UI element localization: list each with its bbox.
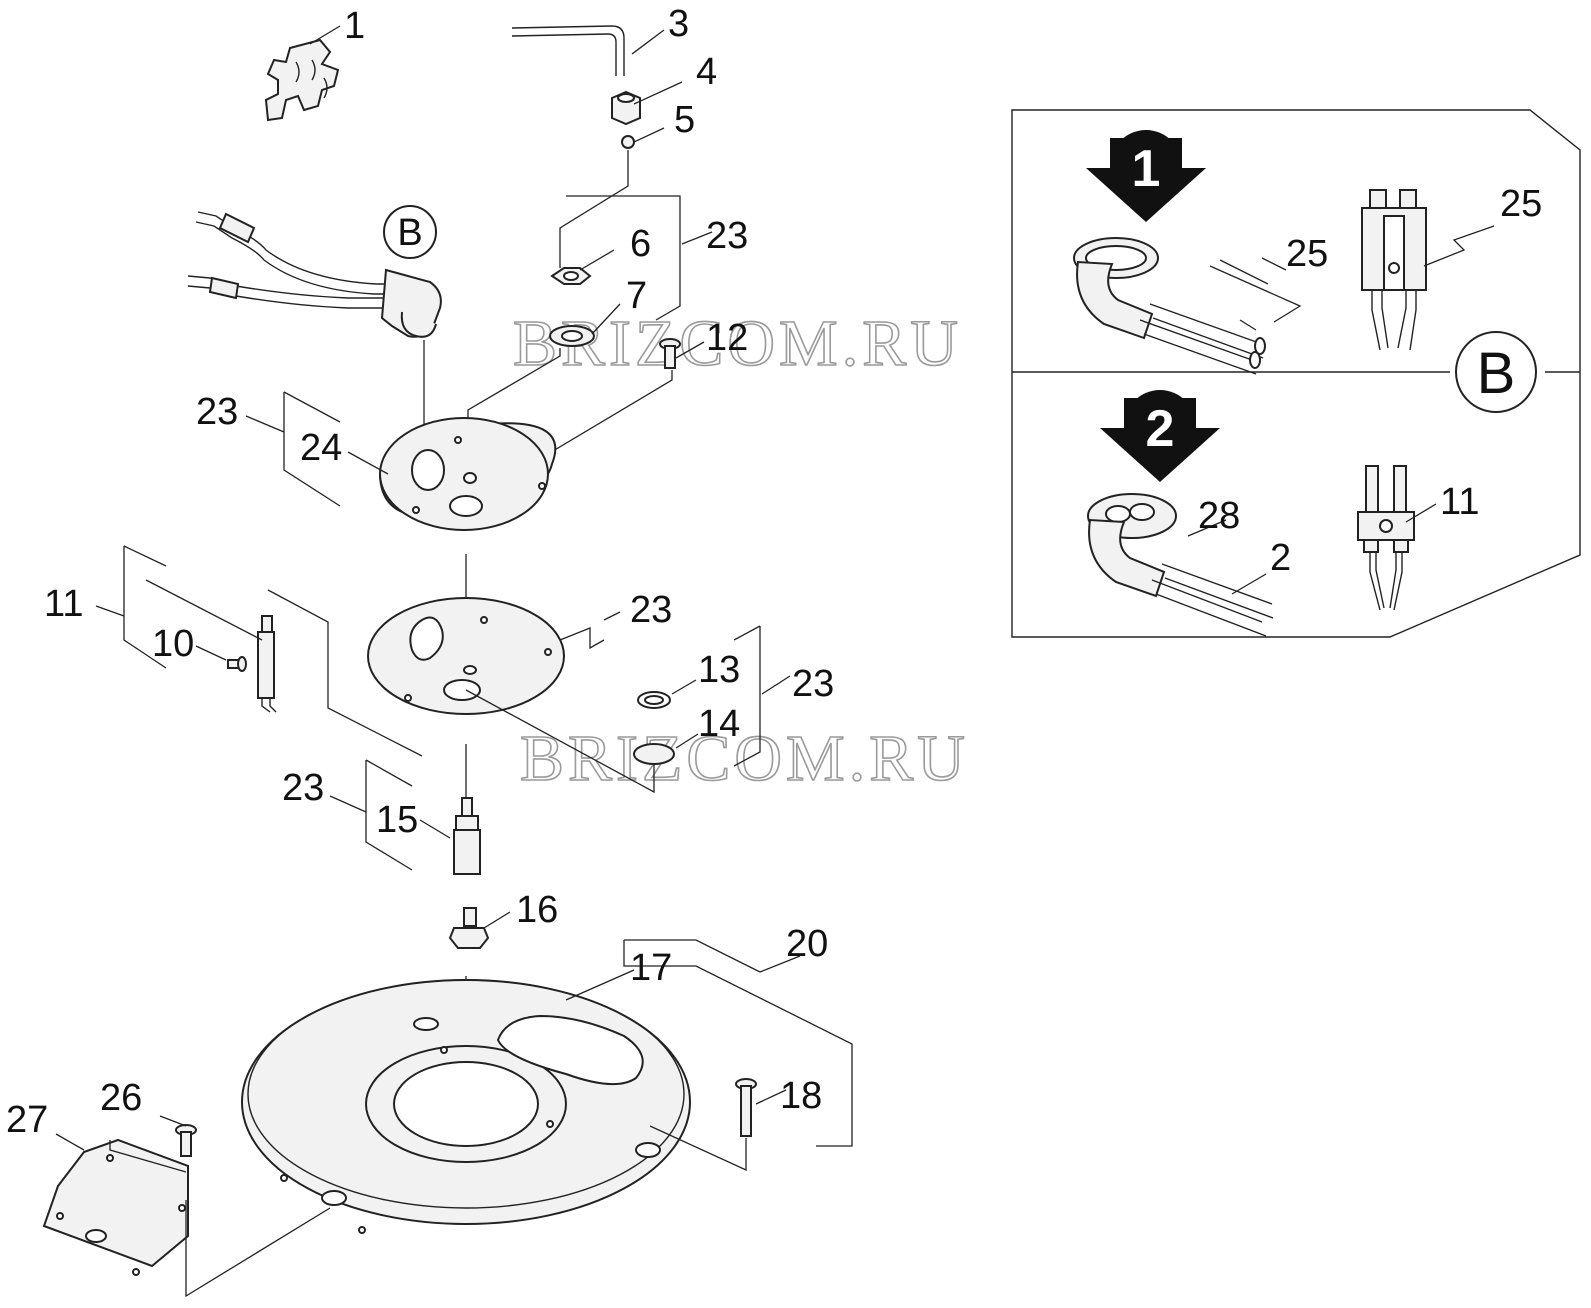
label-27: 27 — [6, 1099, 48, 1141]
label-12: 12 — [706, 317, 748, 359]
electrode-2 — [1357, 465, 1415, 611]
part-26-screw — [175, 1124, 197, 1157]
label-detail-25-cable: 25 — [1286, 233, 1328, 275]
part-7-washer — [549, 325, 595, 347]
label-detail-11: 11 — [1440, 481, 1479, 523]
label-16: 16 — [516, 889, 558, 931]
part-14-seal — [633, 743, 675, 765]
label-13: 13 — [698, 649, 740, 691]
svg-text:1: 1 — [1132, 140, 1161, 198]
part-18-bolt — [735, 1078, 757, 1137]
part-10-screw — [227, 656, 247, 672]
part-3-pipe — [511, 25, 625, 76]
label-23-lower: 23 — [282, 767, 324, 809]
label-7: 7 — [626, 275, 647, 317]
label-detail-2: 2 — [1270, 537, 1291, 579]
label-15: 15 — [376, 799, 418, 841]
label-24: 24 — [300, 427, 342, 469]
callout-b-circle — [383, 205, 437, 259]
part-24-upper-plate — [378, 417, 557, 531]
ignition-cable-cap-2 — [1087, 493, 1274, 637]
middle-plate — [367, 597, 565, 715]
part-16-nozzle — [448, 907, 490, 949]
part-6-nut — [550, 267, 592, 285]
label-3: 3 — [668, 3, 689, 45]
label-20: 20 — [786, 923, 828, 965]
svg-text:2: 2 — [1146, 400, 1175, 458]
detail-b-circle — [1455, 331, 1537, 413]
label-5: 5 — [674, 99, 695, 141]
label-23-right: 23 — [792, 663, 834, 705]
label-10: 10 — [152, 623, 194, 665]
label-23-plate: 23 — [196, 391, 238, 433]
part-13-lock-washer — [637, 691, 671, 709]
detail-b-letter: B — [1477, 341, 1516, 406]
part-12-screw — [659, 338, 681, 369]
electrode-1 — [1361, 189, 1427, 351]
label-6: 6 — [630, 223, 651, 265]
variant-1-arrow: 1 — [1086, 130, 1206, 222]
ignition-cable-assembly: B — [187, 205, 442, 338]
label-detail-25-electrode: 25 — [1500, 183, 1542, 225]
callout-b-letter: B — [397, 212, 422, 254]
label-1: 1 — [344, 5, 365, 47]
detail-box-b: B 1 — [1011, 109, 1581, 638]
part-15-nozzle-holder — [453, 797, 481, 875]
part-4-nut — [611, 90, 641, 126]
label-detail-28: 28 — [1198, 495, 1240, 537]
label-11: 11 — [44, 583, 83, 625]
label-14: 14 — [698, 703, 740, 745]
part-17-base-plate — [241, 979, 691, 1234]
part-5-ferrule — [621, 135, 635, 149]
label-4: 4 — [696, 51, 717, 93]
label-18: 18 — [780, 1075, 822, 1117]
label-23-middle: 23 — [630, 589, 672, 631]
variant-2-arrow: 2 — [1100, 390, 1220, 482]
label-23-top: 23 — [706, 215, 748, 257]
watermark-bottom: BRIZCOM.RU — [520, 722, 969, 795]
label-17: 17 — [630, 947, 672, 989]
ignition-cable-cap-1 — [1073, 237, 1266, 375]
part-27-bracket — [42, 1138, 189, 1276]
part-11-electrode — [257, 615, 277, 713]
label-26: 26 — [100, 1077, 142, 1119]
watermark-top: BRIZCOM.RU — [513, 307, 962, 380]
part-1-clip — [264, 38, 340, 122]
